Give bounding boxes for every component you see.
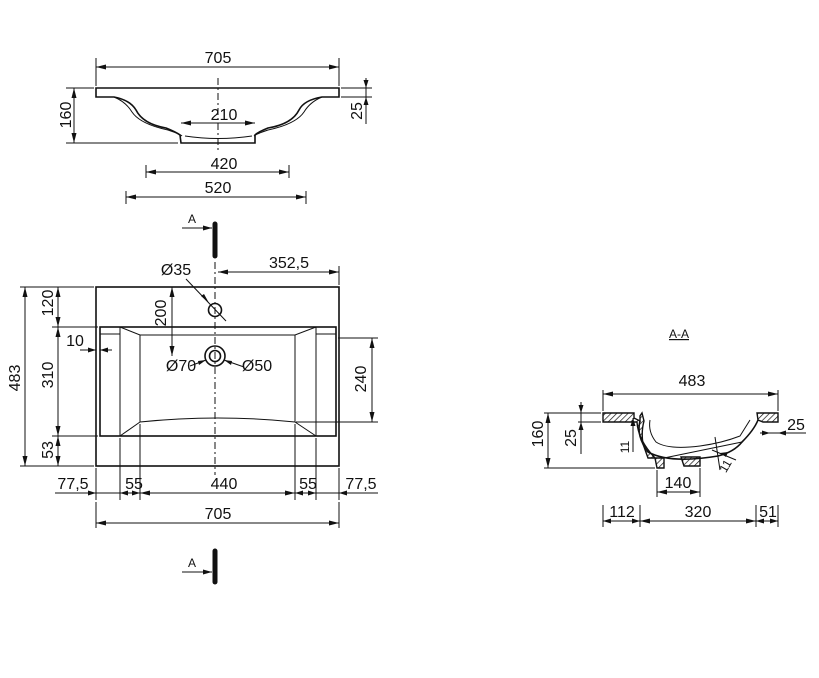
section-basin-shell (638, 419, 759, 460)
dim-bottom-3: 440 (211, 476, 238, 493)
dim-section-wall-slope: 11 (716, 457, 735, 475)
top-view-basin-outline (95, 87, 340, 144)
tap-hole-diameter: Ø35 (161, 262, 191, 279)
dim-section-depth: 483 (679, 373, 706, 390)
plan-bowl-outline (99, 326, 337, 437)
dim-drain-width: 210 (211, 107, 238, 124)
top-view: 705 160 25 210 420 520 (58, 50, 372, 204)
section-label-bottom: A (188, 556, 196, 570)
dim-bowl-width: 420 (211, 156, 238, 173)
drain-inner (208, 349, 222, 363)
drain-outer-diameter: Ø70 (166, 358, 196, 375)
dim-section-wall-left: 11 (618, 440, 632, 453)
dim-section-height: 160 (530, 421, 547, 448)
section-title: A-A (669, 327, 689, 341)
dim-section-lip: 25 (787, 417, 805, 434)
dim-side-wall: 10 (66, 333, 84, 350)
plan-bowl-bottom-curve (139, 417, 296, 423)
drain-inner-diameter: Ø50 (242, 358, 272, 375)
dim-bottom-5: 77,5 (345, 476, 376, 493)
plan-outer-rim (95, 286, 340, 467)
dim-bottom-2: 55 (125, 476, 143, 493)
dim-bottom-4: 55 (299, 476, 317, 493)
dim-tap-offset: 352,5 (269, 255, 309, 272)
plan-bowl-inner (119, 326, 317, 437)
dim-section-bottom-3: 51 (759, 504, 777, 521)
section-mark-top: A (182, 212, 218, 259)
section-bottom-line (663, 441, 743, 459)
dim-section-rim: 25 (563, 429, 580, 447)
plan-view: Ø35 352,5 200 Ø70 Ø50 240 483 (7, 255, 378, 528)
dim-bottom-1: 77,5 (57, 476, 88, 493)
dim-section-drain: 140 (665, 475, 692, 492)
dim-bowl-depth: 310 (40, 362, 57, 389)
section-view: A-A 483 160 25 11 (530, 327, 806, 527)
dim-top-rim: 25 (349, 102, 366, 120)
dim-top-width: 705 (205, 50, 232, 67)
drain-outer (204, 345, 226, 367)
section-basin-inner (649, 419, 751, 448)
top-view-inner-curve (113, 96, 323, 137)
section-right-rim (756, 412, 779, 423)
dim-section-bottom-2: 320 (685, 504, 712, 521)
dim-base-width: 520 (205, 180, 232, 197)
section-label-top: A (188, 212, 196, 226)
dim-top-height: 160 (58, 102, 75, 129)
dim-front-margin: 53 (40, 441, 57, 459)
section-mark-bottom: A (182, 548, 218, 585)
dim-tap-to-drain: 200 (153, 300, 170, 327)
dim-back-margin: 120 (40, 290, 57, 317)
dim-bowl-inner-depth: 240 (353, 366, 370, 393)
dim-plan-depth: 483 (7, 365, 24, 392)
dim-section-bottom-1: 112 (609, 504, 635, 521)
dim-plan-width: 705 (205, 506, 232, 523)
section-left-rim (602, 411, 665, 469)
